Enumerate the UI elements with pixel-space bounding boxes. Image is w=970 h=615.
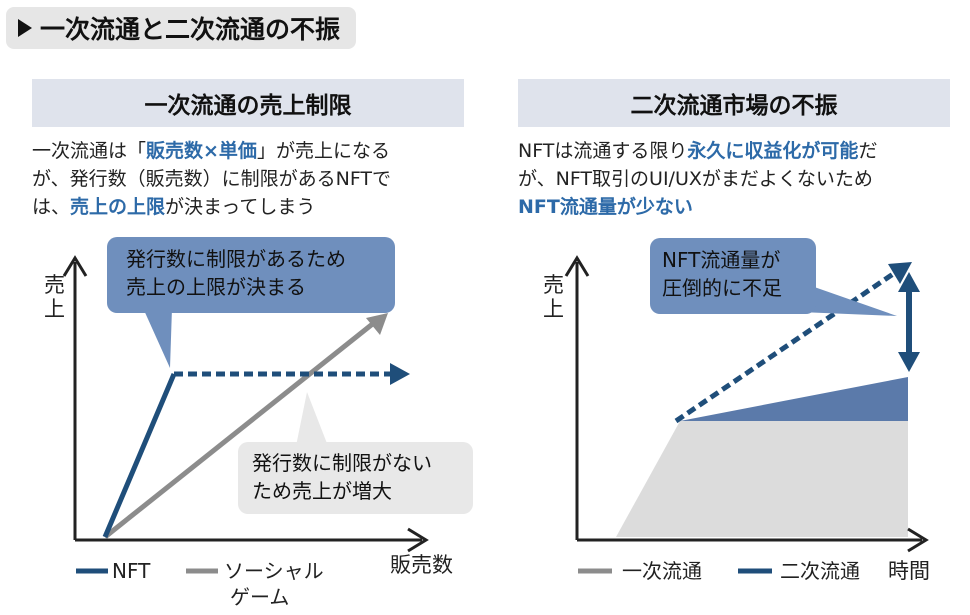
game-callout-line1: 発行数に制限がない [252,451,432,475]
right-y-label-2: 上 [543,297,564,321]
shortage-callout [650,238,816,314]
right-y-axis-arrowhead [564,255,590,277]
right-panel-heading: 二次流通市場の不振 [518,79,950,127]
right-panel-heading-text: 二次流通市場の不振 [630,93,838,119]
left-desc-3c: が決まってしまう [165,196,316,218]
left-x-label: 販売数 [390,553,453,577]
nft-callout-pointer [143,308,172,368]
potential-arrowhead [888,262,912,284]
left-desc-line3: は、売上の上限が決まってしまう [32,193,472,221]
right-x-axis-arrowhead [907,527,929,553]
left-y-label-1: 売 [44,273,65,297]
left-x-axis-arrowhead [407,527,429,553]
left-desc-1-highlight: 販売数×単価 [146,140,257,162]
left-panel-heading-text: 一次流通の売上制限 [144,93,352,119]
left-panel-description: 一次流通は「販売数×単価」が売上になる が、発行数（販売数）に制限があるNFTで… [32,137,472,221]
right-x-label: 時間 [888,559,930,583]
secondary-sales-area [680,377,908,421]
shortage-callout-pointer [800,282,897,316]
triangle-icon [18,19,32,37]
legend-secondary-label: 二次流通 [780,559,860,583]
social-game-line [103,320,377,539]
primary-sales-area [616,421,908,537]
right-desc-1c: だ [858,140,878,162]
nft-callout-line1: 発行数に制限があるため [126,247,346,271]
left-desc-1c: 」が売上になる [256,140,390,162]
right-panel-description: NFTは流通する限り永久に収益化が可能だ が、NFT取引のUI/UXがまだよくな… [518,137,958,221]
shortage-callout-line2: 圧倒的に不足 [662,276,782,300]
nft-callout-line2: 売上の上限が決まる [126,275,306,299]
legend-nft-label: NFT [112,559,151,583]
gap-arrow-up-head [898,272,920,292]
left-desc-3-highlight: 売上の上限 [70,196,166,218]
left-panel-heading: 一次流通の売上制限 [32,79,464,127]
left-y-label-2: 上 [44,297,65,321]
nft-callout [107,237,395,313]
legend-game-label-2: ゲーム [230,585,289,609]
game-callout-line2: ため売上が増大 [252,479,392,503]
left-desc-line1: 一次流通は「販売数×単価」が売上になる [32,137,472,165]
section-title: 一次流通と二次流通の不振 [6,7,357,49]
left-desc-1a: 一次流通は「 [32,140,147,162]
right-desc-1-highlight: 永久に収益化が可能 [687,140,859,162]
shortage-callout-line1: NFT流通量が [662,248,780,272]
legend-game-label-1: ソーシャル [224,559,324,583]
nft-line [102,373,177,538]
gap-arrow-down-head [898,352,920,372]
left-desc-3a: は、 [32,196,71,218]
right-desc-1a: NFTは流通する限り [518,140,688,162]
nft-cap-arrowhead [390,363,410,385]
game-callout [238,442,473,514]
right-desc-line1: NFTは流通する限り永久に収益化が可能だ [518,137,958,165]
right-y-label-1: 売 [543,273,564,297]
left-desc-line2: が、発行数（販売数）に制限があるNFTで [32,168,392,190]
legend-primary-label: 一次流通 [622,559,702,583]
left-y-axis-arrowhead [62,255,88,277]
game-callout-pointer [296,392,328,446]
social-game-arrowhead [366,313,388,335]
right-desc-line2: が、NFT取引のUI/UXがまだよくないため [518,168,873,190]
right-diagram: 売 上 時間 NFT流通量が 圧倒的に不足 一次流通 二次流通 [543,238,930,583]
potential-secondary-dashed-line [674,269,898,424]
left-diagram: 売 上 販売数 発行数に制限があるため 売上の上限が決まる 発行数に制限がない … [44,237,473,609]
right-desc-3-highlight: NFT流通量が少ない [518,196,693,218]
section-title-text: 一次流通と二次流通の不振 [40,15,341,44]
right-desc-line3: NFT流通量が少ない [518,193,958,221]
